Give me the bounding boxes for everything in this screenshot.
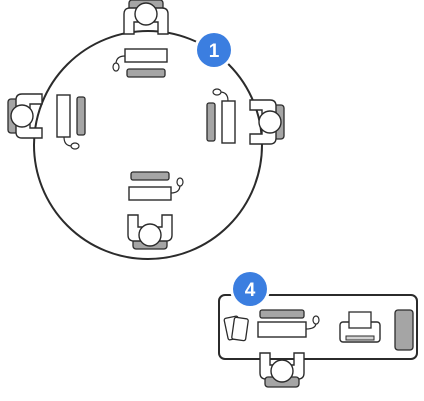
device-icon [394,309,414,351]
badge-round-table: 1 [194,30,234,70]
tablet-icon [223,315,249,342]
badge-round-table-number: 1 [209,41,220,62]
table-surface [33,30,263,260]
round-table [7,0,285,260]
badge-desk: 4 [230,269,270,309]
desk [218,294,418,388]
printer-icon [339,311,381,343]
badge-desk-number: 4 [245,280,256,301]
station-desk [257,309,320,388]
